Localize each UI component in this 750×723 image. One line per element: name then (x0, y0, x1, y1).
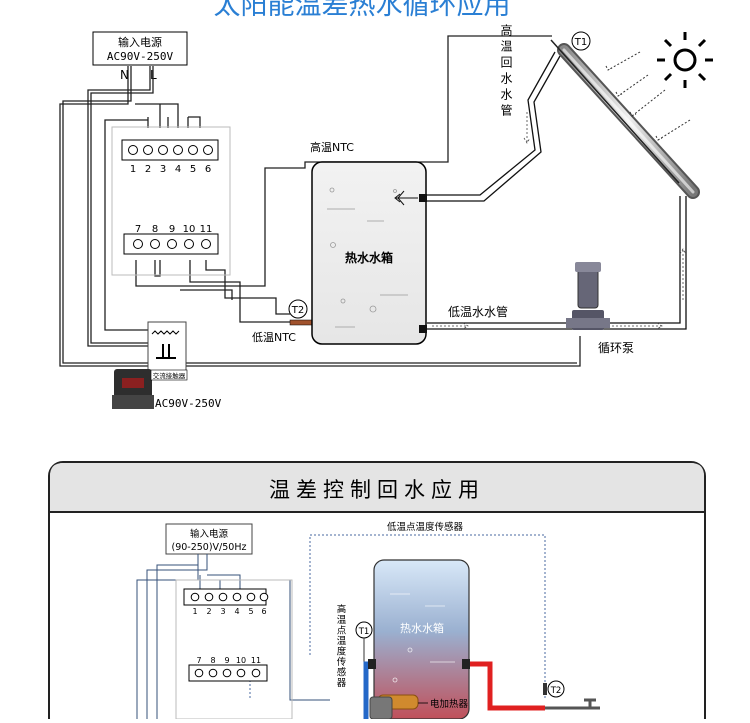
tank-inlet-arrows (394, 190, 418, 206)
low-ntc-label: 低温NTC (252, 331, 296, 344)
high-ntc-label: 高温NTC (310, 140, 354, 154)
top-wiring (59, 35, 581, 367)
bottom-t2-circle (547, 680, 565, 698)
bottom-t1-label: T1 (358, 627, 370, 637)
sun-rays-icon (605, 51, 691, 141)
terminal-screws-bottom (133, 239, 211, 249)
terminal-block-top (121, 139, 219, 161)
t2-sensor-label: T2 (291, 305, 304, 316)
contactor-tag-box (150, 369, 188, 381)
bottom-power-spec: (90-250)V/50Hz (172, 542, 247, 553)
contact-icon (156, 344, 176, 359)
svg-text:高温回水水管: 高温回水水管 (499, 23, 513, 120)
low-pipe-label: 低温水水管 (448, 304, 508, 319)
return-flow-arrow (523, 112, 531, 144)
supply-flow-arrow (679, 248, 687, 300)
coil-icon (151, 330, 180, 335)
svg-text:9: 9 (224, 656, 229, 665)
hot-water-tank (311, 161, 427, 345)
bottom-banner-title: 温差控制回水应用 (269, 478, 485, 502)
bottom-terminal-screws-top (190, 592, 269, 602)
svg-text:高温点温度传感器: 高温点温度传感器 (335, 603, 347, 688)
svg-text:1: 1 (192, 607, 197, 616)
svg-text:9: 9 (169, 224, 175, 235)
supply-pipe (427, 196, 687, 330)
bottom-port-right (462, 659, 470, 669)
svg-text:10: 10 (236, 656, 246, 665)
bottom-power-box (165, 523, 253, 555)
tank-bottom-port (419, 325, 427, 333)
bottom-terminal-numbers-bottom: 7 8 9 10 11 (196, 656, 261, 665)
faucet-icon (545, 698, 600, 710)
svg-text:11: 11 (200, 224, 213, 235)
t2-probe-bottom (543, 683, 547, 695)
contactor-voltage: AC90V-250V (155, 397, 222, 410)
low-sensor-label: 低温点温度传感器 (387, 521, 464, 533)
tank-bubbles (327, 187, 408, 328)
svg-text:10: 10 (183, 224, 196, 235)
svg-text:4: 4 (234, 607, 239, 616)
pump-icon (566, 262, 610, 330)
hot-pipe-red (469, 661, 545, 711)
bottom-t2-label: T2 (550, 686, 562, 696)
bottom-power-label: 输入电源 (190, 528, 229, 540)
t2-sensor-circle (288, 299, 308, 319)
bottom-terminal-numbers-top: 1 2 3 4 5 6 (192, 607, 266, 616)
low-sensor-wire (249, 534, 546, 700)
svg-text:8: 8 (210, 656, 215, 665)
tank-label: 热水水箱 (345, 250, 393, 265)
tank-top-port (419, 194, 427, 202)
svg-text:7: 7 (196, 656, 201, 665)
pump-label: 循环泵 (598, 341, 634, 355)
low-pipe-arrow (432, 322, 663, 330)
power-input-box (92, 31, 188, 66)
sun-icon (657, 32, 713, 88)
contactor-coil-box (147, 321, 187, 373)
main-title: 太阳能温差热水循环应用 (214, 0, 511, 21)
svg-text:3: 3 (220, 607, 225, 616)
t1-sensor-circle (571, 31, 591, 51)
bottom-tank-label: 热水水箱 (400, 621, 444, 635)
return-pipe-label: 高温回水水管 (499, 23, 513, 120)
terminal-screws-top (128, 145, 213, 155)
svg-text:3: 3 (160, 164, 166, 175)
solar-collector (550, 39, 700, 199)
contactor-front-icon (122, 378, 144, 388)
svg-text:11: 11 (251, 656, 261, 665)
bottom-tank-lines (390, 593, 455, 683)
svg-text:1: 1 (130, 164, 136, 175)
contactor-tag: 交流接触器 (153, 371, 186, 380)
svg-text:2: 2 (206, 607, 211, 616)
controller-frame (111, 126, 231, 276)
return-pipe (427, 51, 561, 202)
terminal-numbers-bottom: 7 8 9 10 11 (135, 224, 213, 235)
n-label: N (120, 68, 129, 82)
t2-probe (289, 319, 315, 326)
svg-text:7: 7 (135, 224, 141, 235)
bottom-port-left (368, 659, 376, 669)
t1-sensor-label: T1 (574, 37, 587, 48)
high-sensor-label: 高温点温度传感器 (335, 603, 347, 688)
power-input-label: 输入电源 (118, 35, 162, 49)
svg-text:6: 6 (205, 164, 211, 175)
banner-background (50, 463, 704, 512)
svg-text:2: 2 (145, 164, 151, 175)
svg-text:5: 5 (248, 607, 253, 616)
heater-label: 电加热器 (430, 698, 469, 710)
bottom-wiring (136, 554, 330, 719)
terminal-numbers-top: 1 2 3 4 5 6 (130, 164, 211, 175)
svg-text:8: 8 (152, 224, 158, 235)
bottom-pump-icon (369, 696, 393, 720)
svg-text:6: 6 (261, 607, 266, 616)
svg-text:5: 5 (190, 164, 196, 175)
bottom-terminal-screws-bottom (194, 668, 261, 678)
power-input-voltage: AC90V-250V (107, 50, 174, 63)
svg-text:4: 4 (175, 164, 181, 175)
contactor-base-icon (112, 395, 154, 409)
